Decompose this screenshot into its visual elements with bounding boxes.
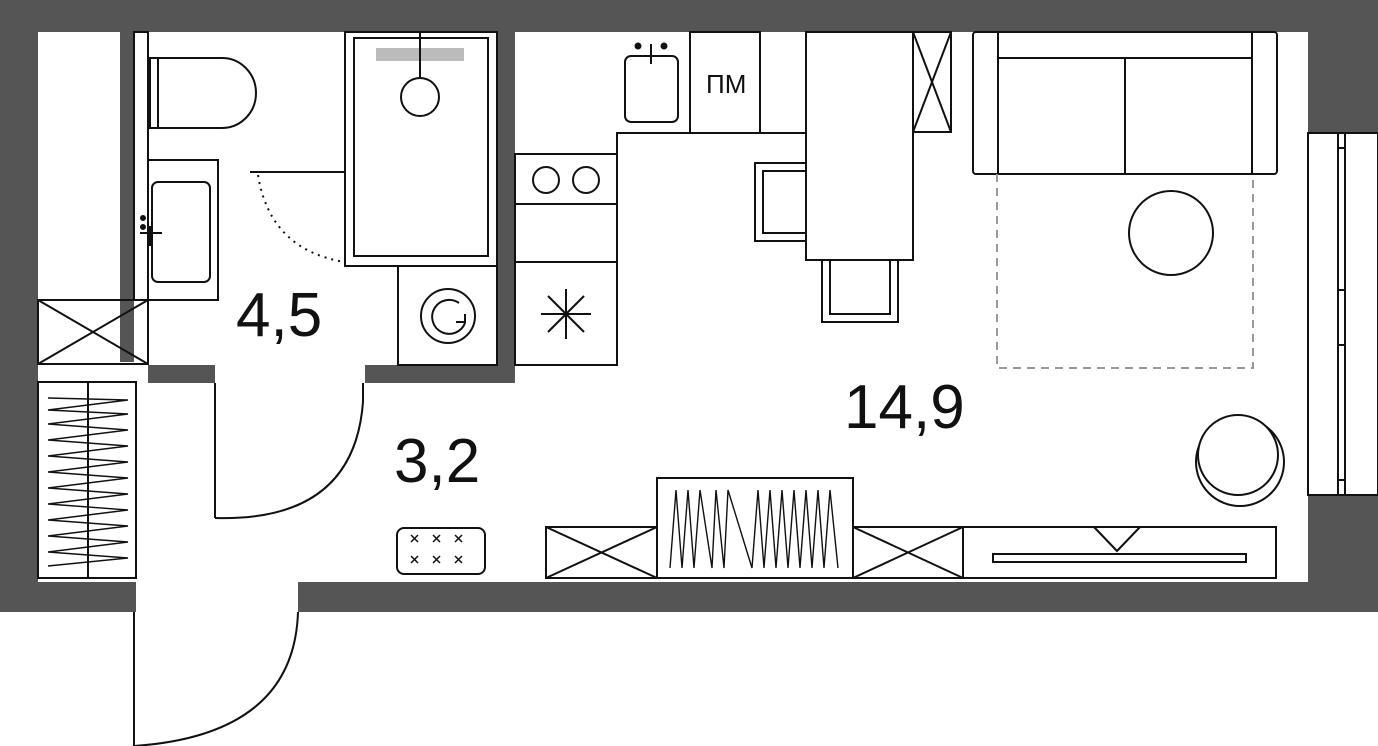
stool-icon bbox=[754, 162, 807, 242]
bathroom-area: 4,5 bbox=[236, 281, 322, 350]
armchair-icon bbox=[1195, 414, 1285, 507]
ventilation-shaft bbox=[912, 31, 952, 133]
living-area: 14,9 bbox=[844, 373, 965, 442]
bathroom-door-opening bbox=[215, 363, 365, 385]
bathroom-partition bbox=[133, 31, 149, 301]
entrance-door-icon bbox=[133, 611, 299, 746]
wall-niche bbox=[38, 32, 118, 284]
wardrobe-icon bbox=[37, 381, 137, 579]
interior-door-swing bbox=[214, 383, 364, 520]
window-icon bbox=[1307, 132, 1378, 496]
bathroom-sink-icon bbox=[140, 159, 219, 301]
dishwasher-label: ПМ bbox=[706, 69, 746, 99]
wardrobe-icon bbox=[656, 477, 854, 579]
fan-icon bbox=[541, 289, 591, 339]
sofa-icon bbox=[972, 31, 1278, 175]
bar-counter-icon bbox=[805, 31, 914, 261]
kitchen-sink-icon bbox=[624, 42, 679, 123]
shower-head-icon bbox=[376, 32, 464, 117]
closet-icon bbox=[37, 299, 149, 365]
stool-icon bbox=[821, 259, 899, 323]
entrance-opening bbox=[136, 580, 298, 614]
tv-unit-icon bbox=[962, 526, 1277, 579]
bathroom-door-swing bbox=[250, 171, 346, 263]
coffee-table-icon bbox=[1128, 190, 1214, 276]
hallway-area: 3,2 bbox=[394, 427, 480, 496]
washing-machine-icon bbox=[397, 265, 498, 366]
toilet-icon bbox=[149, 57, 257, 129]
cooktop-icon bbox=[532, 166, 600, 194]
storage-cabinet bbox=[852, 526, 964, 579]
floor-mat-icon bbox=[396, 527, 486, 575]
storage-cabinet bbox=[545, 526, 658, 579]
rug-icon bbox=[996, 174, 1254, 369]
